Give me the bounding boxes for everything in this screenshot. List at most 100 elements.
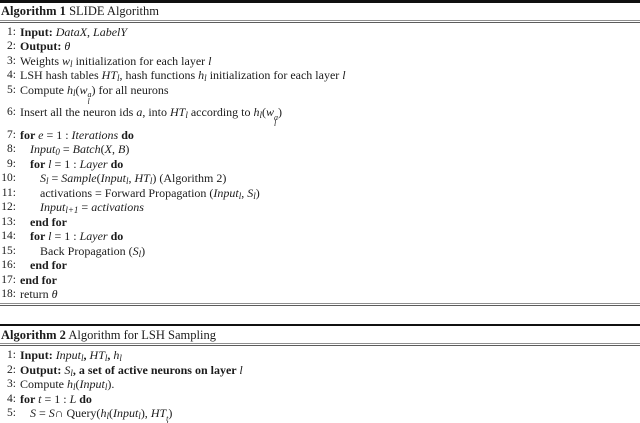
line-content: for l = 1 : Layer do xyxy=(20,157,123,172)
text-segment: , xyxy=(107,348,114,362)
text-segment: l xyxy=(138,411,141,421)
superscript: t xyxy=(166,413,169,423)
text-segment: h xyxy=(253,105,260,119)
line-number: 1: xyxy=(7,349,16,361)
algo-line: 4:for t = 1 : L do xyxy=(0,392,640,407)
text-segment: ) (Algorithm 2) xyxy=(152,171,227,185)
text-segment: HT xyxy=(101,68,117,82)
text-segment: Output: xyxy=(20,39,65,53)
text-segment: , xyxy=(83,348,90,362)
text-segment: end for xyxy=(20,272,57,287)
text-segment: ) xyxy=(278,105,283,119)
text-segment: Weights xyxy=(20,53,63,68)
text-segment: ) xyxy=(255,185,260,200)
line-number: 15: xyxy=(1,244,16,257)
text-segment: do xyxy=(107,229,124,243)
text-segment: , into xyxy=(142,105,170,119)
text-segment: l xyxy=(48,229,52,243)
text-segment: Iterations xyxy=(71,127,119,142)
text-segment: S xyxy=(247,185,254,200)
line-content: Input: Inputl, HTl, hl xyxy=(20,348,122,363)
text-segment: = xyxy=(78,200,92,214)
line-content: Insert all the neuron ids a, into HTl ac… xyxy=(20,105,282,128)
text-segment: l xyxy=(73,382,76,392)
text-segment: l xyxy=(208,53,212,68)
algorithm-2-top-rule xyxy=(0,323,640,326)
text-segment: S xyxy=(132,243,139,258)
text-segment: , xyxy=(128,171,135,185)
text-segment: , xyxy=(87,24,94,39)
text-segment: = 1 : xyxy=(43,127,72,142)
line-content: Back Propagation (Sl) xyxy=(20,244,145,259)
text-segment: h xyxy=(67,377,73,391)
algorithm-1-top-rule xyxy=(0,0,640,3)
line-content: activations = Forward Propagation (Input… xyxy=(20,186,260,201)
text-segment: ( xyxy=(96,171,101,185)
line-number: 3: xyxy=(7,378,16,390)
text-segment: return xyxy=(20,287,52,301)
line-number: 16: xyxy=(1,259,16,271)
text-segment: ( xyxy=(75,82,80,97)
line-content: end for xyxy=(20,258,67,273)
text-segment: for xyxy=(30,156,49,171)
text-segment: Back Propagation ( xyxy=(40,243,133,258)
line-number: 12: xyxy=(1,201,16,213)
line-content: for l = 1 : Layer do xyxy=(20,229,123,244)
line-number: 10: xyxy=(1,172,16,184)
text-segment: e xyxy=(38,127,44,142)
text-segment: S xyxy=(30,406,36,420)
text-segment: Input: xyxy=(20,24,56,39)
text-segment: θ xyxy=(51,287,58,301)
text-segment: according to xyxy=(187,105,254,119)
line-number: 4: xyxy=(7,392,16,405)
text-segment: Batch xyxy=(72,142,101,156)
text-segment: initialization for each layer xyxy=(72,53,209,68)
algo-line: 7:for e = 1 : Iterations do xyxy=(0,128,640,143)
text-segment: end for xyxy=(30,214,67,229)
algorithm-2-caption: Algorithm 2 Algorithm for LSH Sampling xyxy=(0,326,640,343)
text-segment: activations = Forward Propagation ( xyxy=(40,185,214,200)
algo-line: 1:Input: DataX, LabelY xyxy=(0,25,640,40)
text-segment: l xyxy=(185,110,188,120)
subscript: l xyxy=(166,421,168,423)
text-segment: ∩ Query( xyxy=(54,406,101,420)
algo-line: 2:Output: θ xyxy=(0,39,640,54)
line-number: 5: xyxy=(7,83,16,96)
text-segment: HT xyxy=(134,171,150,185)
text-segment: ( xyxy=(262,105,267,119)
text-segment: X xyxy=(104,142,112,156)
text-segment: l+1 xyxy=(65,205,79,215)
text-segment: Insert all the neuron ids xyxy=(20,105,137,119)
line-content: end for xyxy=(20,273,57,288)
text-segment: l xyxy=(48,156,52,171)
text-segment: do xyxy=(76,391,92,406)
text-segment: HT xyxy=(89,348,105,362)
line-content: Inputl+1 = activations xyxy=(20,200,144,215)
line-content: return θ xyxy=(20,287,58,302)
algo-line: 16: end for xyxy=(0,258,640,273)
text-segment: Input xyxy=(30,142,56,156)
text-segment: HT xyxy=(150,406,167,420)
text-segment: h xyxy=(100,406,107,420)
text-segment: Input xyxy=(55,348,82,362)
text-segment: l xyxy=(104,382,108,392)
text-segment: B xyxy=(117,142,126,156)
text-segment: w xyxy=(62,53,71,68)
text-segment: Compute xyxy=(20,377,67,391)
text-segment: = 1 : xyxy=(51,156,80,171)
text-segment: do xyxy=(107,156,124,171)
line-number: 8: xyxy=(7,143,16,155)
text-segment: ( xyxy=(108,406,113,420)
algo-line: 8:Input0 = Batch(X, B) xyxy=(0,142,640,157)
text-segment: Input: xyxy=(20,348,56,362)
algo-line: 14:for l = 1 : Layer do xyxy=(0,229,640,244)
algo-line: 17:end for xyxy=(0,273,640,288)
text-segment: S xyxy=(48,406,55,420)
line-content: Weights w l initialization for each layer… xyxy=(20,54,212,69)
text-segment: l xyxy=(239,362,243,377)
text-segment: = 1 : xyxy=(41,391,70,406)
text-segment: DataX xyxy=(55,24,88,39)
line-number: 9: xyxy=(7,157,16,170)
